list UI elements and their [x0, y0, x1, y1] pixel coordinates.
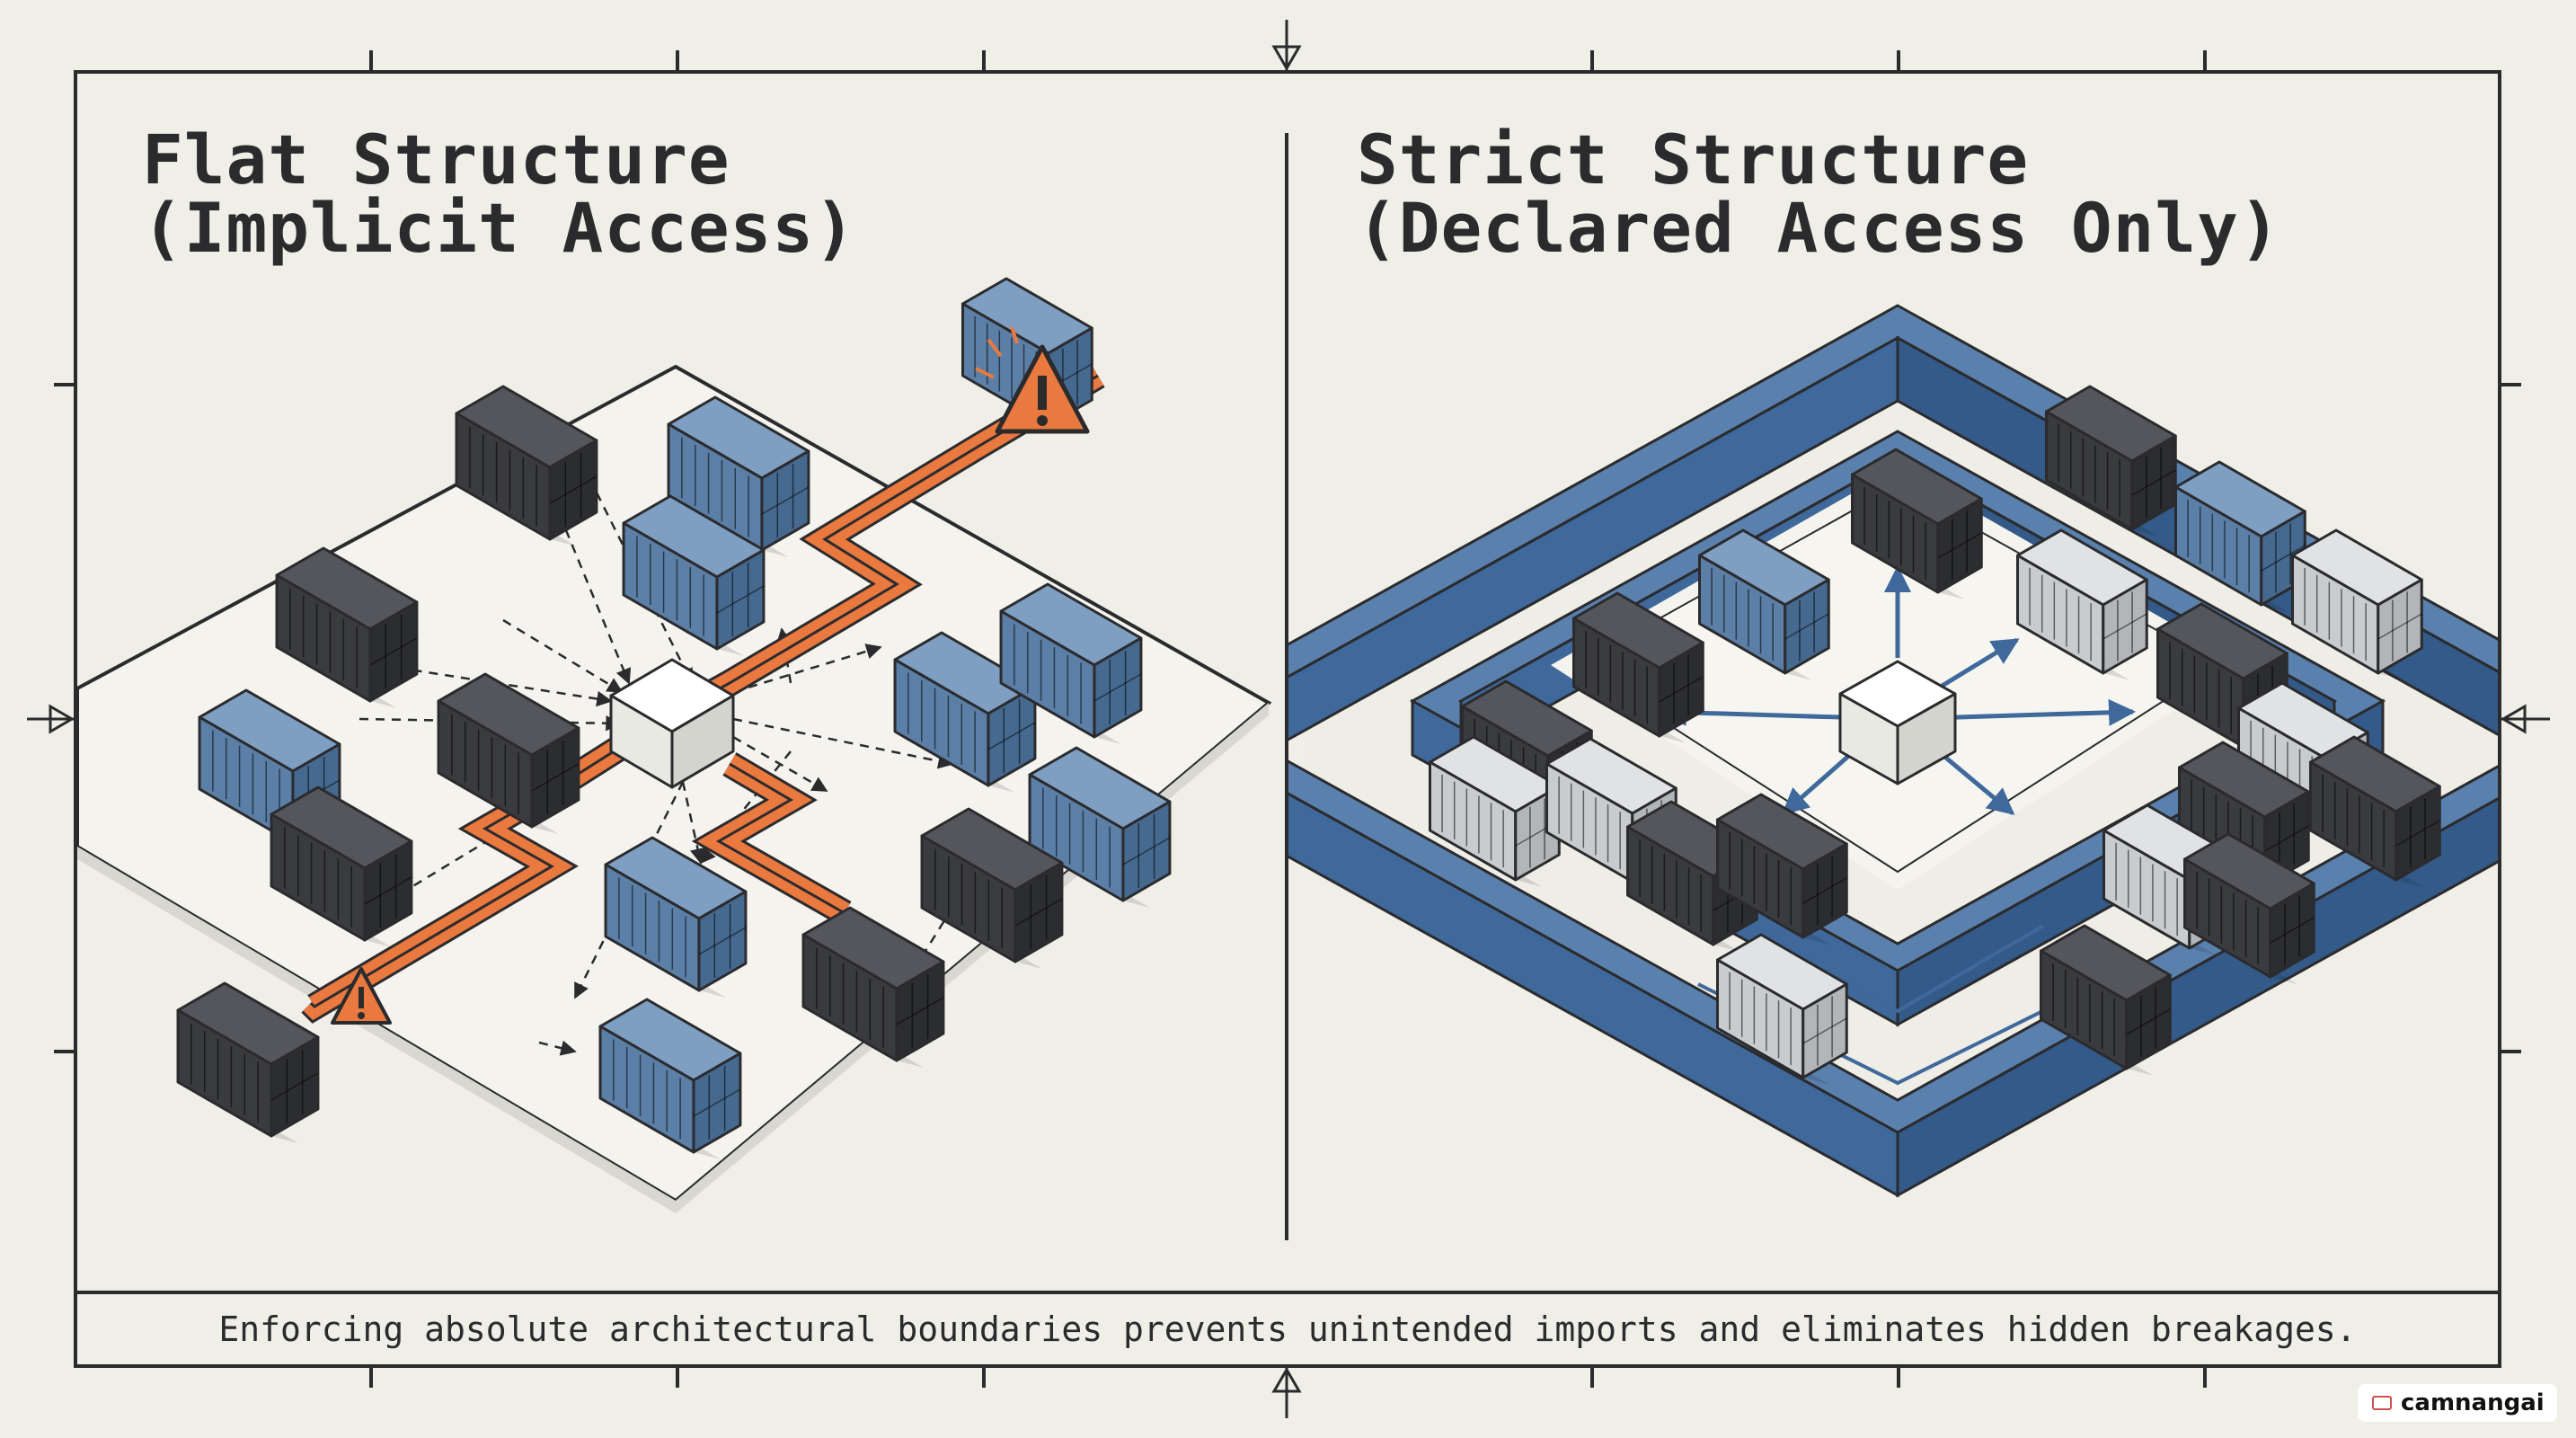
- container-icon: [999, 582, 1143, 744]
- container-icon: [667, 395, 810, 557]
- right-containers: [1429, 385, 2441, 1085]
- container-icon: [598, 998, 742, 1159]
- left-panel-title: Flat Structure (Implicit Access): [142, 126, 856, 262]
- warning-icon: [975, 326, 1090, 434]
- watermark-badge[interactable]: camnangai: [2358, 1384, 2557, 1422]
- container-icon: [1851, 448, 1983, 599]
- container-icon: [2309, 735, 2441, 887]
- module-cube-icon: [1838, 660, 1957, 786]
- container-icon: [1716, 933, 1848, 1085]
- container-icon: [1028, 746, 1172, 908]
- registration-arrow-top: [1271, 20, 1302, 72]
- container-icon: [2016, 528, 2148, 680]
- container-icon: [270, 786, 413, 947]
- right-panel-title: Strict Structure (Declared Access Only): [1357, 126, 2281, 262]
- container-icon: [176, 981, 320, 1143]
- left-title-line1: Flat Structure: [142, 120, 730, 200]
- container-icon: [2174, 460, 2306, 612]
- container-icon: [455, 385, 598, 546]
- container-icon: [2291, 528, 2423, 680]
- warning-icon: [331, 967, 392, 1025]
- registration-arrow-right: [2500, 704, 2550, 734]
- left-containers: [176, 277, 1172, 1159]
- container-icon: [198, 688, 341, 850]
- caption: Enforcing absolute architectural boundar…: [218, 1309, 2357, 1349]
- left-diagram: [77, 277, 1272, 1213]
- book-icon: [2372, 1396, 2392, 1410]
- right-title-line2: (Declared Access Only): [1357, 188, 2281, 268]
- container-icon: [920, 807, 1064, 969]
- container-icon: [1716, 793, 1848, 945]
- container-icon: [622, 494, 766, 656]
- left-title-line2: (Implicit Access): [142, 188, 856, 268]
- container-icon: [1698, 528, 1830, 680]
- container-icon: [2040, 924, 2172, 1076]
- container-icon: [604, 836, 748, 998]
- registration-arrow-left: [27, 704, 75, 734]
- container-icon: [801, 906, 945, 1068]
- right-diagram: [1288, 304, 2498, 1198]
- container-icon: [2183, 832, 2315, 984]
- container-icon: [893, 631, 1037, 793]
- module-cube-icon: [609, 658, 735, 789]
- container-icon: [437, 672, 580, 834]
- right-title-line1: Strict Structure: [1357, 120, 2030, 200]
- container-icon: [1429, 735, 1561, 887]
- watermark-label: camnangai: [2401, 1389, 2545, 1416]
- container-icon: [275, 546, 419, 708]
- registration-arrow-bottom: [1271, 1366, 1302, 1418]
- container-icon: [1572, 591, 1704, 743]
